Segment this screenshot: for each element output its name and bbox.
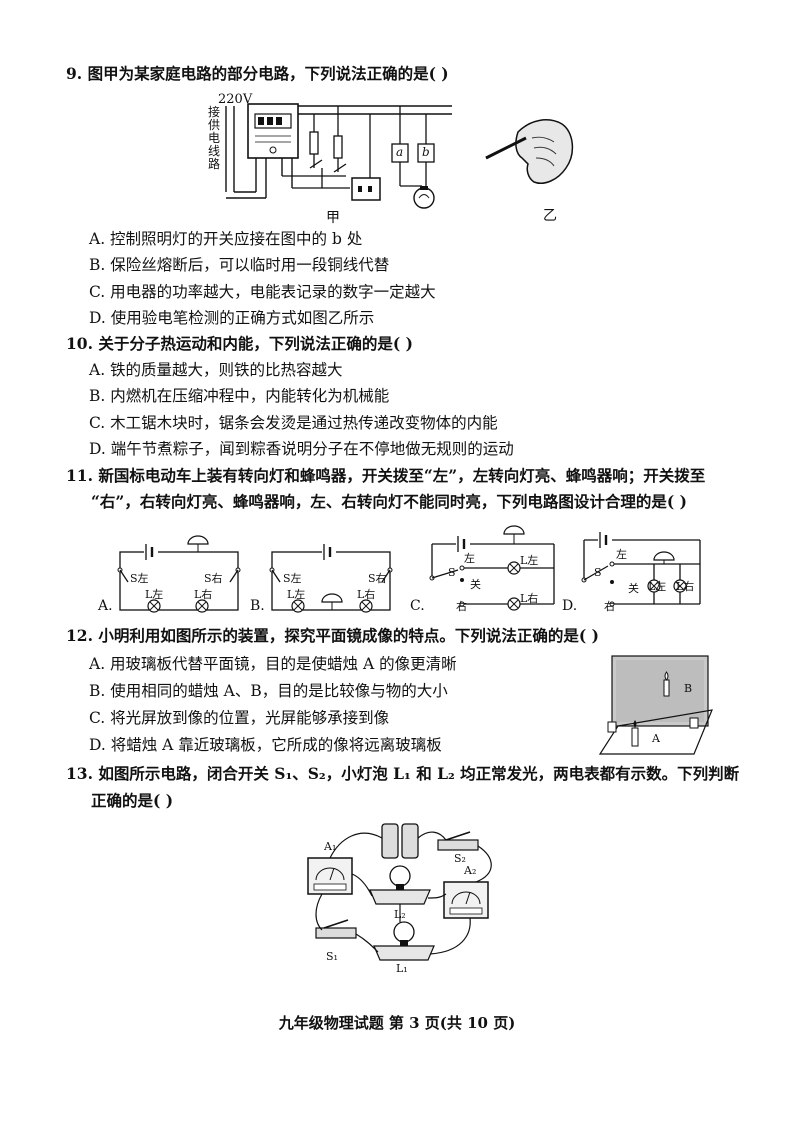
figure-q13-circuit (300, 818, 510, 976)
circuit-b-l-right: L右 (357, 588, 376, 601)
switch-s2-label: S₂ (454, 852, 466, 865)
q9-option-a: A. 控制照明灯的开关应接在图中的 b 处 (89, 230, 363, 248)
circuit-c-left: 左 (464, 552, 475, 565)
circuit-c-off: 关 (470, 578, 481, 591)
q9-option-c: C. 用电器的功率越大，电能表记录的数字一定越大 (89, 283, 436, 301)
circuit-d-left: 左 (616, 548, 627, 561)
q9-option-d: D. 使用验电笔检测的正确方式如图乙所示 (89, 309, 375, 327)
circuit-c-s: S (448, 566, 456, 579)
candle-b-label: B (684, 682, 693, 695)
label-b: b (422, 145, 430, 159)
q10-option-d: D. 端午节煮粽子，闻到粽香说明分子在不停地做无规则的运动 (89, 440, 514, 458)
figure-q9-household-circuit (200, 92, 460, 214)
circuit-d-off: 关 (628, 582, 639, 595)
circuit-a-l-right: L右 (194, 588, 213, 601)
circuit-a-s-right: S右 (204, 572, 223, 585)
circuit-c-l-right: L右 (520, 592, 539, 605)
circuit-b-s-left: S左 (283, 572, 302, 585)
question-9-stem: 9. 图甲为某家庭电路的部分电路，下列说法正确的是( ) (66, 64, 449, 83)
circuit-c-right: 右 (456, 600, 467, 613)
circuit-c-letter: C. (410, 598, 425, 614)
q10-option-c: C. 木工锯木块时，锯条会发烫是通过热传递改变物体的内能 (89, 414, 498, 432)
voltage-label: 220V (218, 92, 253, 107)
circuit-a-letter: A. (98, 598, 113, 614)
question-10-stem: 10. 关于分子热运动和内能，下列说法正确的是( ) (66, 334, 413, 353)
question-13-stem-line1: 13. 如图所示电路，闭合开关 S₁、S₂，小灯泡 L₁ 和 L₂ 均正常发光，… (66, 764, 740, 783)
circuit-c (428, 522, 558, 614)
figure-q9-test-pen-hand (482, 108, 582, 198)
circuit-a-s-left: S左 (130, 572, 149, 585)
circuit-d-letter: D. (562, 598, 578, 614)
figure-label-yi: 乙 (543, 208, 557, 224)
question-13-stem-line2: 正确的是( ) (91, 791, 174, 810)
circuit-d-l-right: L右 (676, 580, 695, 593)
switch-s1-label: S₁ (326, 950, 338, 963)
circuit-b-l-left: L左 (287, 588, 306, 601)
ammeter-a1-label: A₁ (324, 840, 337, 853)
circuit-b-letter: B. (250, 598, 265, 614)
ammeter-a2-label: A₂ (464, 864, 477, 877)
circuit-d-l-left: L左 (648, 580, 667, 593)
circuit-c-l-left: L左 (520, 554, 539, 567)
q12-option-d: D. 将蜡烛 A 靠近玻璃板，它所成的像将远离玻璃板 (89, 736, 442, 754)
candle-a-label: A (652, 732, 660, 745)
circuit-d-right: 右 (604, 600, 615, 613)
q12-option-a: A. 用玻璃板代替平面镜，目的是使蜡烛 A 的像更清晰 (89, 655, 457, 673)
question-11-stem-line2: “右”，右转向灯亮、蜂鸣器响，左、右转向灯不能同时亮，下列电路图设计合理的是( … (91, 492, 687, 511)
circuit-d-s: S (594, 566, 602, 579)
q10-option-b: B. 内燃机在压缩冲程中，内能转化为机械能 (89, 387, 390, 405)
circuit-d (580, 530, 706, 612)
circuit-a-l-left: L左 (145, 588, 164, 601)
question-12-stem: 12. 小明利用如图所示的装置，探究平面镜成像的特点。下列说法正确的是( ) (66, 626, 599, 645)
lamp-l2-label: L₂ (394, 908, 406, 921)
lamp-l1-label: L₁ (396, 962, 408, 975)
label-a: a (396, 145, 404, 159)
circuit-b-s-right: S右 (368, 572, 387, 585)
q12-option-b: B. 使用相同的蜡烛 A、B，目的是比较像与物的大小 (89, 682, 448, 700)
q10-option-a: A. 铁的质量越大，则铁的比热容越大 (89, 361, 343, 379)
q12-option-c: C. 将光屏放到像的位置，光屏能够承接到像 (89, 709, 390, 727)
question-11-stem-line1: 11. 新国标电动车上装有转向灯和蜂鸣器，开关拨至“左”，左转向灯亮、蜂鸣器响；… (66, 466, 706, 485)
q9-option-b: B. 保险丝熔断后，可以临时用一段铜线代替 (89, 256, 390, 274)
page-footer: 九年级物理试题 第 3 页(共 10 页) (278, 1014, 516, 1032)
figure-label-jia: 甲 (326, 210, 340, 226)
circuit-b (268, 532, 396, 614)
circuit-a (116, 532, 244, 614)
figure-q12-mirror-setup (598, 650, 720, 760)
supply-label: 接供电线路 (208, 105, 221, 171)
